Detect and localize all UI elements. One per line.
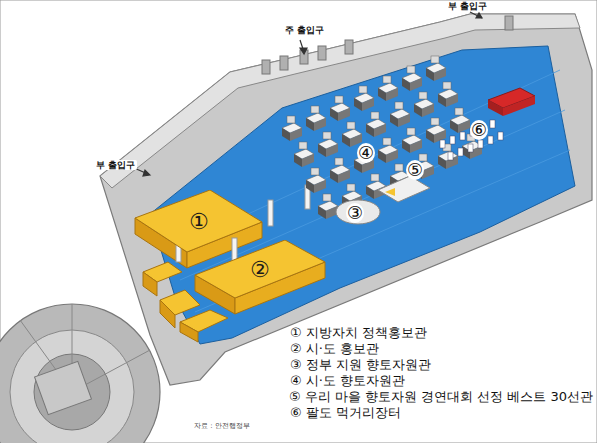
booth: [330, 96, 350, 121]
food-stage: [488, 88, 535, 116]
booth: [294, 142, 314, 167]
booth: [354, 86, 374, 111]
outer-wall: [100, 14, 592, 385]
legend-item: ② 시·도 홍보관: [290, 342, 379, 357]
booth: [426, 118, 446, 143]
booth: [318, 194, 338, 219]
food-stall: [448, 152, 453, 160]
food-stall: [468, 144, 473, 152]
entrance-label: 부 출입구: [94, 160, 137, 170]
food-stall: [498, 132, 503, 140]
legend-item: ⑤ 우리 마을 향토자원 경연대회 선정 베스트 30선관: [289, 390, 593, 405]
food-stall: [450, 136, 455, 144]
food-stall: [490, 120, 495, 128]
food-stall: [440, 140, 445, 148]
booth: [366, 112, 386, 137]
legend-item: ① 지방자치 정책홍보관: [290, 326, 427, 341]
booth: [366, 174, 386, 199]
booth: [330, 158, 350, 183]
booth: [402, 128, 422, 153]
ramp: [0, 304, 160, 443]
booth: [402, 66, 422, 91]
booth: [282, 116, 302, 141]
legend-item: ③ 정부 지원 향토자원관: [290, 358, 431, 373]
callout-number: ⑤: [406, 160, 424, 180]
exhibit-hall-block: ①: [135, 190, 262, 252]
callout-number: ①: [189, 209, 209, 234]
food-stall: [488, 136, 493, 144]
booth: [390, 102, 410, 127]
booth: [342, 122, 362, 147]
callout-number: ⑥: [470, 120, 488, 140]
entrance-arrows: [134, 12, 482, 176]
exhibit-hall-block: ②: [195, 240, 325, 298]
callout-number: ③: [346, 203, 364, 223]
booth: [414, 92, 434, 117]
food-stall: [478, 140, 483, 148]
booth: [450, 108, 470, 133]
booth: [426, 56, 446, 81]
entrance-label: 주 출입구: [283, 25, 326, 35]
booth: [438, 82, 458, 107]
central-exhibit: [336, 176, 430, 224]
entrance-label: 부 출입구: [446, 1, 489, 11]
source-note: 자료 : 안전행정부: [194, 422, 250, 430]
callout-number: ②: [250, 257, 270, 282]
booth: [378, 76, 398, 101]
booths: [282, 56, 503, 219]
booth: [306, 168, 326, 193]
booth: [306, 106, 326, 131]
booth: [378, 138, 398, 163]
callout-number: ④: [357, 143, 375, 163]
food-stall: [460, 132, 465, 140]
floor-grid: [170, 70, 570, 312]
booth: [318, 132, 338, 157]
legend-item: ④ 시·도 향토자원관: [290, 374, 405, 389]
legend-item: ⑥ 팔도 먹거리장터: [290, 406, 401, 421]
food-stall: [458, 148, 463, 156]
